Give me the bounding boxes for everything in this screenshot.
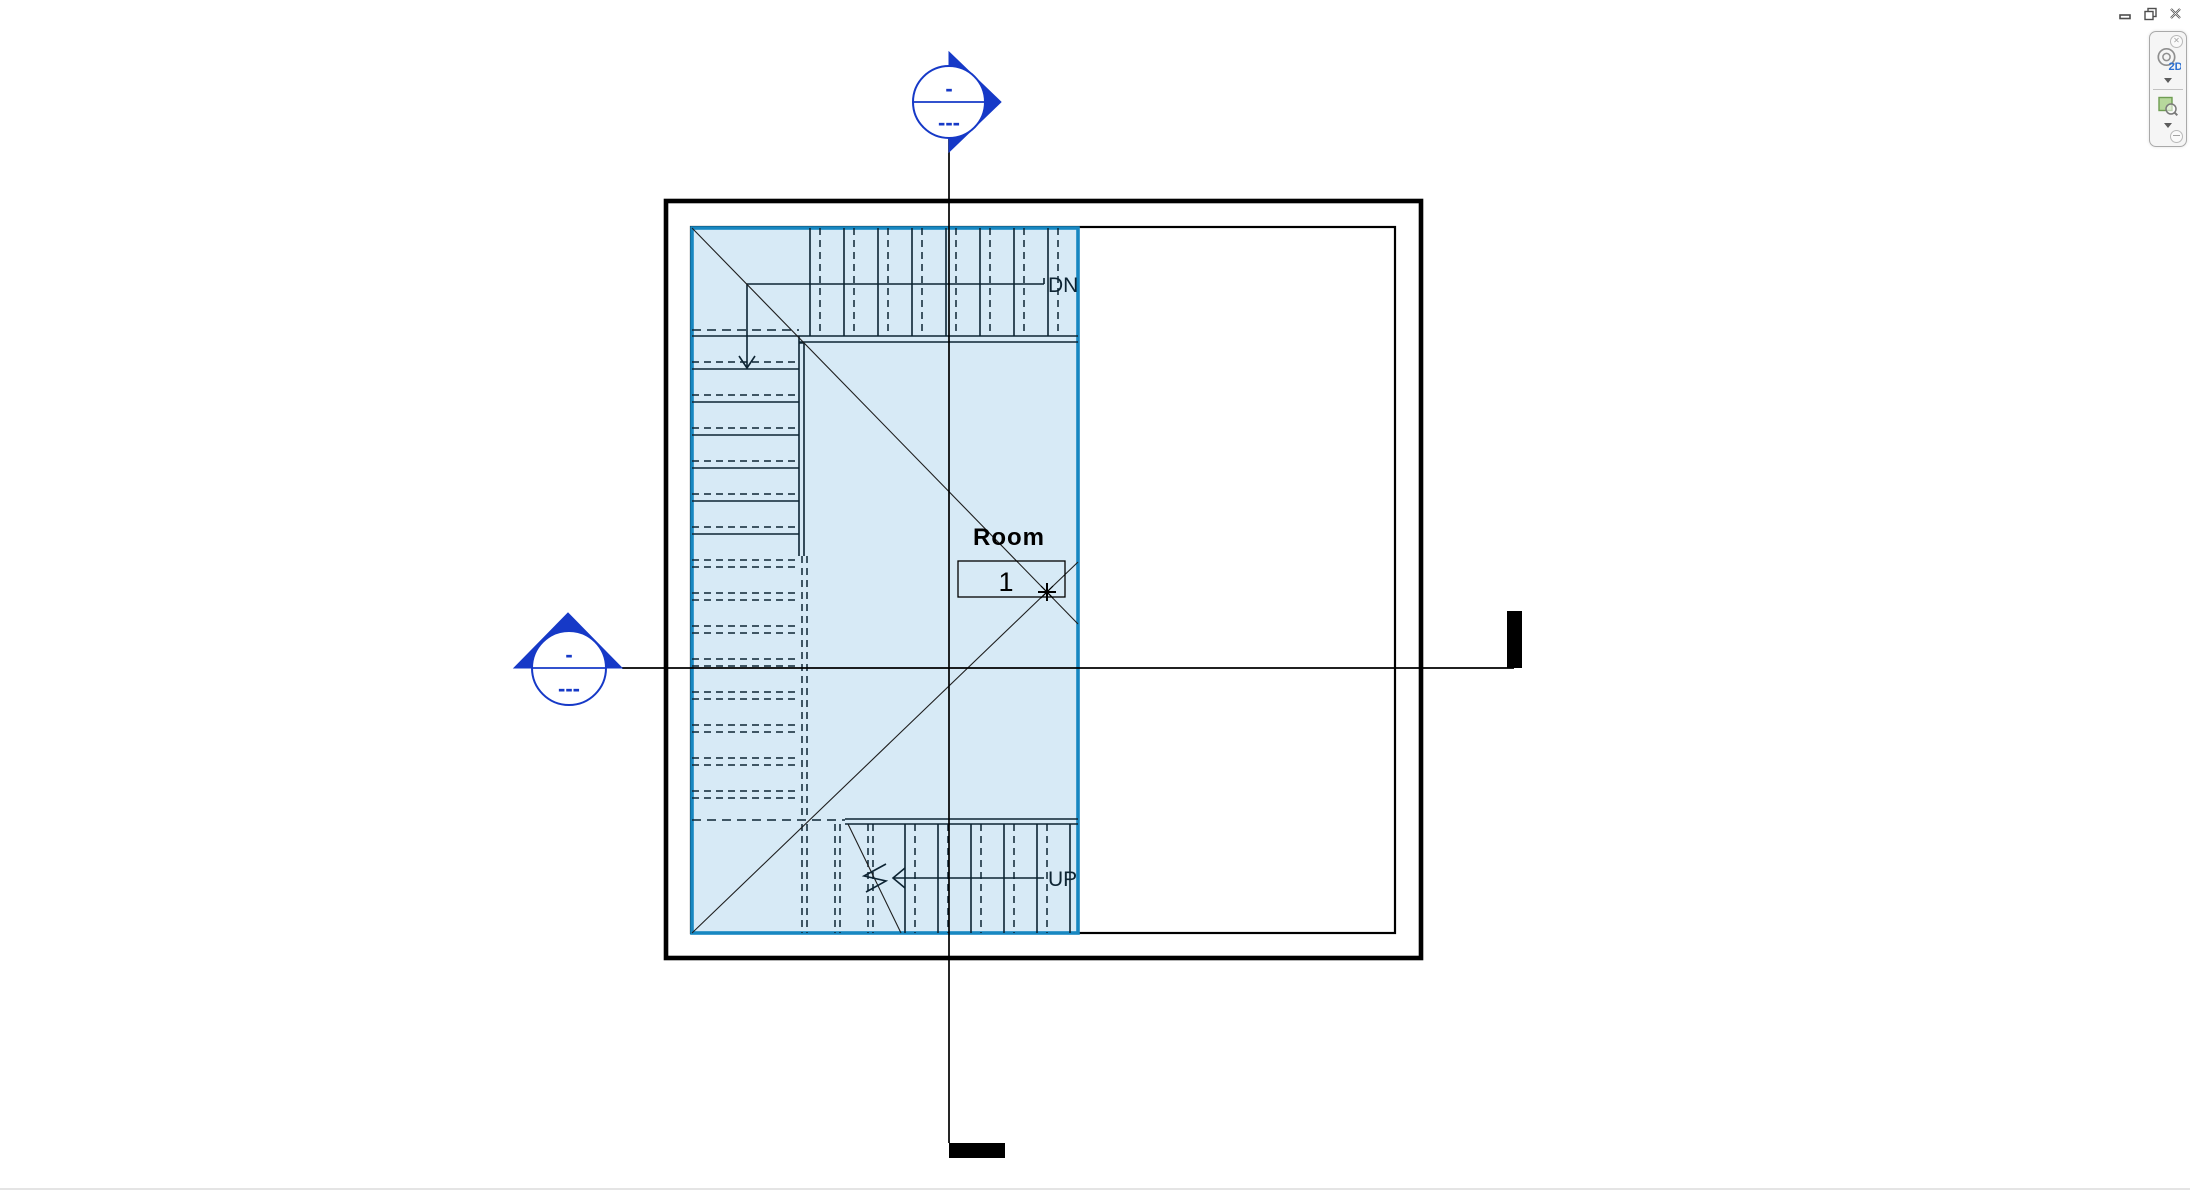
room-number-label: 1 bbox=[998, 567, 1013, 597]
section-line-vertical[interactable]: - --- bbox=[912, 50, 1005, 1158]
stair-left-boundary-dashed bbox=[801, 556, 808, 818]
steering-wheel-menu-button[interactable] bbox=[2150, 78, 2186, 83]
run-break-zigzag-icon bbox=[861, 863, 889, 893]
room-reference-cross[interactable] bbox=[691, 227, 1079, 934]
view-window-controls[interactable] bbox=[2117, 5, 2184, 22]
room-highlight[interactable] bbox=[690, 226, 1080, 935]
zoom-region-button[interactable] bbox=[2150, 95, 2186, 117]
navbar-divider bbox=[2153, 89, 2183, 90]
section-line-horizontal[interactable]: - --- bbox=[512, 611, 1522, 706]
zoom-menu-button[interactable] bbox=[2150, 123, 2186, 128]
close-icon[interactable] bbox=[2167, 5, 2184, 22]
section-sheet-number: --- bbox=[938, 110, 960, 135]
room-selection[interactable]: Room 1 bbox=[691, 227, 1079, 934]
stair-up-label: UP bbox=[1048, 868, 1077, 891]
section-tail-right[interactable] bbox=[1507, 611, 1522, 668]
stair-left-treads bbox=[692, 368, 799, 535]
circle-minus-icon[interactable] bbox=[2170, 130, 2183, 143]
stair-top-treads bbox=[809, 228, 1049, 336]
svg-text:2D: 2D bbox=[2169, 61, 2182, 72]
chevron-down-icon bbox=[2164, 78, 2172, 83]
restore-icon[interactable] bbox=[2142, 5, 2159, 22]
stair-down-label: DN bbox=[1048, 274, 1078, 297]
section-head-left[interactable]: - --- bbox=[512, 612, 624, 706]
section-detail-number: - bbox=[565, 642, 572, 667]
room-center-marker[interactable] bbox=[1038, 583, 1056, 601]
stair-left-treads-dashed bbox=[692, 361, 799, 528]
stair-top-edge bbox=[692, 335, 1078, 343]
zoom-region-icon bbox=[2158, 96, 2179, 117]
navigation-bar[interactable]: ✕ 2D bbox=[2149, 31, 2187, 147]
room-name-label: Room bbox=[973, 524, 1045, 551]
steering-wheel-button[interactable]: 2D bbox=[2150, 46, 2186, 72]
room-tag[interactable]: Room 1 bbox=[957, 524, 1066, 598]
stair-top-treads-dashed bbox=[819, 228, 1059, 336]
section-detail-number: - bbox=[945, 76, 952, 101]
stair-bottom-edge bbox=[845, 818, 1078, 825]
stair-left-treads-below-cut bbox=[692, 559, 800, 799]
outer-wall-line[interactable] bbox=[663, 198, 1424, 961]
section-tail-bottom[interactable] bbox=[949, 1143, 1005, 1158]
down-arrow-icon bbox=[738, 355, 756, 370]
minimize-icon[interactable] bbox=[2117, 5, 2134, 22]
room-tag-box[interactable] bbox=[957, 560, 1066, 598]
navbar-close-icon[interactable]: ✕ bbox=[2170, 35, 2183, 48]
steering-wheel-2d-icon: 2D bbox=[2157, 47, 2182, 72]
section-head-top[interactable]: - --- bbox=[912, 50, 1002, 154]
stair-bottom-treads-dashed-left bbox=[801, 824, 874, 933]
chevron-down-icon bbox=[2164, 123, 2172, 128]
left-arrow-icon bbox=[891, 867, 906, 889]
section-sheet-number: --- bbox=[558, 676, 580, 701]
stair-left-boundary bbox=[798, 336, 805, 556]
